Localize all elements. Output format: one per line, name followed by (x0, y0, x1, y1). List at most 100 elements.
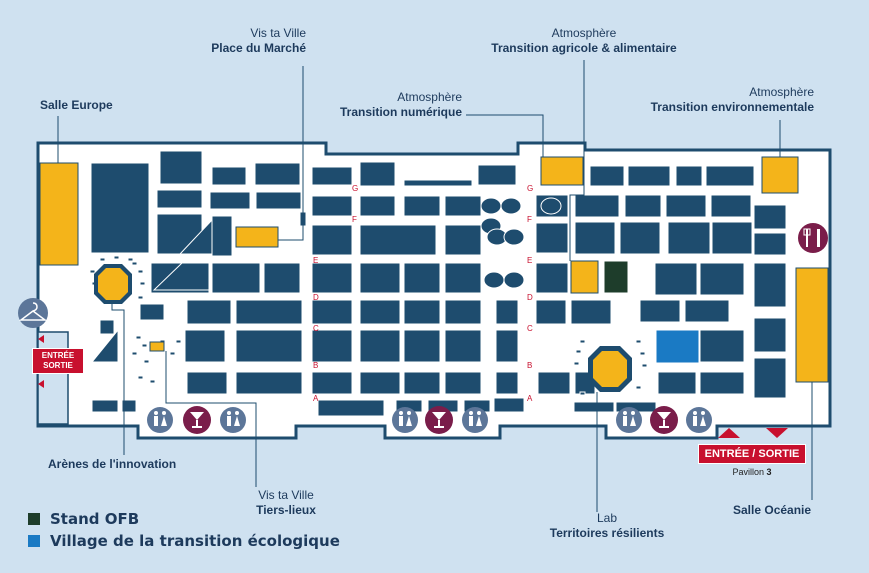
booth (139, 303, 165, 321)
booth (121, 399, 137, 413)
booth (705, 165, 755, 187)
arrow-up-icon (718, 428, 740, 438)
booth (403, 179, 473, 187)
entrance-left-line1: ENTRÉE (41, 351, 75, 360)
restroom-icon (616, 407, 642, 433)
booth (665, 194, 707, 218)
booth (684, 299, 730, 323)
booth (141, 343, 148, 348)
booth (635, 385, 642, 390)
booth (477, 164, 517, 186)
booth (131, 261, 138, 266)
booth (211, 166, 247, 186)
booth (699, 371, 745, 395)
aisle-letter: A (313, 394, 319, 403)
booth (359, 299, 401, 325)
booth (654, 262, 698, 296)
village-transition (655, 329, 700, 364)
booth (444, 329, 482, 363)
booth (169, 351, 176, 356)
booth (579, 391, 586, 396)
booth (624, 194, 662, 218)
booth (641, 363, 648, 368)
restroom-icon (220, 407, 246, 433)
booth (537, 371, 571, 395)
pavillon-label: Pavillon 3 (732, 467, 772, 477)
booth (149, 379, 156, 384)
leader-arenes (111, 300, 125, 455)
legend-swatch-village (28, 535, 40, 547)
label-salle-oceanie: Salle Océanie (733, 503, 812, 517)
booth (403, 371, 441, 395)
booth (535, 222, 569, 254)
booth (699, 262, 745, 296)
booth (667, 221, 711, 255)
booth (135, 335, 142, 340)
booth (113, 255, 120, 260)
booth (159, 150, 203, 185)
booth (254, 162, 301, 186)
booth (493, 397, 525, 413)
booth (444, 195, 482, 217)
booth (359, 262, 401, 294)
booth (143, 359, 150, 364)
booth (175, 339, 182, 344)
booth (444, 299, 482, 325)
arrow-down-icon (766, 428, 788, 438)
booth (403, 329, 441, 363)
booth (444, 224, 482, 256)
booth (573, 361, 580, 366)
booth (480, 197, 502, 215)
transition-env-area (761, 156, 799, 194)
booth (540, 197, 562, 215)
booth (589, 165, 625, 187)
stand-ofb (603, 260, 629, 294)
booth (311, 166, 353, 186)
booth (753, 357, 787, 399)
booth (99, 257, 106, 262)
entrance-left-badge[interactable]: ENTRÉE SORTIE (32, 348, 84, 374)
booth (317, 399, 385, 417)
entrance-bottom-badge[interactable]: ENTRÉE / SORTIE (698, 444, 806, 464)
booth (503, 228, 525, 246)
booth (753, 232, 787, 256)
legend-village: Village de la transition écologique (28, 532, 340, 550)
booth (535, 262, 569, 294)
booth (657, 371, 697, 395)
booth (186, 371, 228, 395)
booth (127, 257, 134, 262)
aisle-letter: A (527, 394, 533, 403)
booth (573, 401, 615, 413)
transition-agricole-area (570, 260, 599, 294)
booth (403, 262, 441, 294)
left-annex (37, 331, 69, 425)
booth (503, 271, 525, 289)
legend-ofb: Stand OFB (28, 510, 139, 528)
booth (753, 317, 787, 353)
label-arenes: Arènes de l'innovation (48, 457, 177, 471)
aisle-letter: D (313, 293, 319, 302)
booth (444, 371, 482, 395)
salle-oceanie-area (795, 267, 829, 383)
booth (184, 329, 226, 363)
aisle-letter: F (527, 215, 532, 224)
booth (152, 262, 210, 291)
booth (699, 329, 745, 363)
booth (535, 299, 567, 325)
booth (500, 197, 522, 215)
booth (403, 195, 441, 217)
booth (263, 262, 301, 294)
booth (675, 165, 703, 187)
booth (575, 349, 582, 354)
restroom-icon (686, 407, 712, 433)
booth (359, 371, 401, 395)
booth (137, 269, 144, 274)
booth (574, 221, 616, 255)
booth (627, 165, 671, 187)
